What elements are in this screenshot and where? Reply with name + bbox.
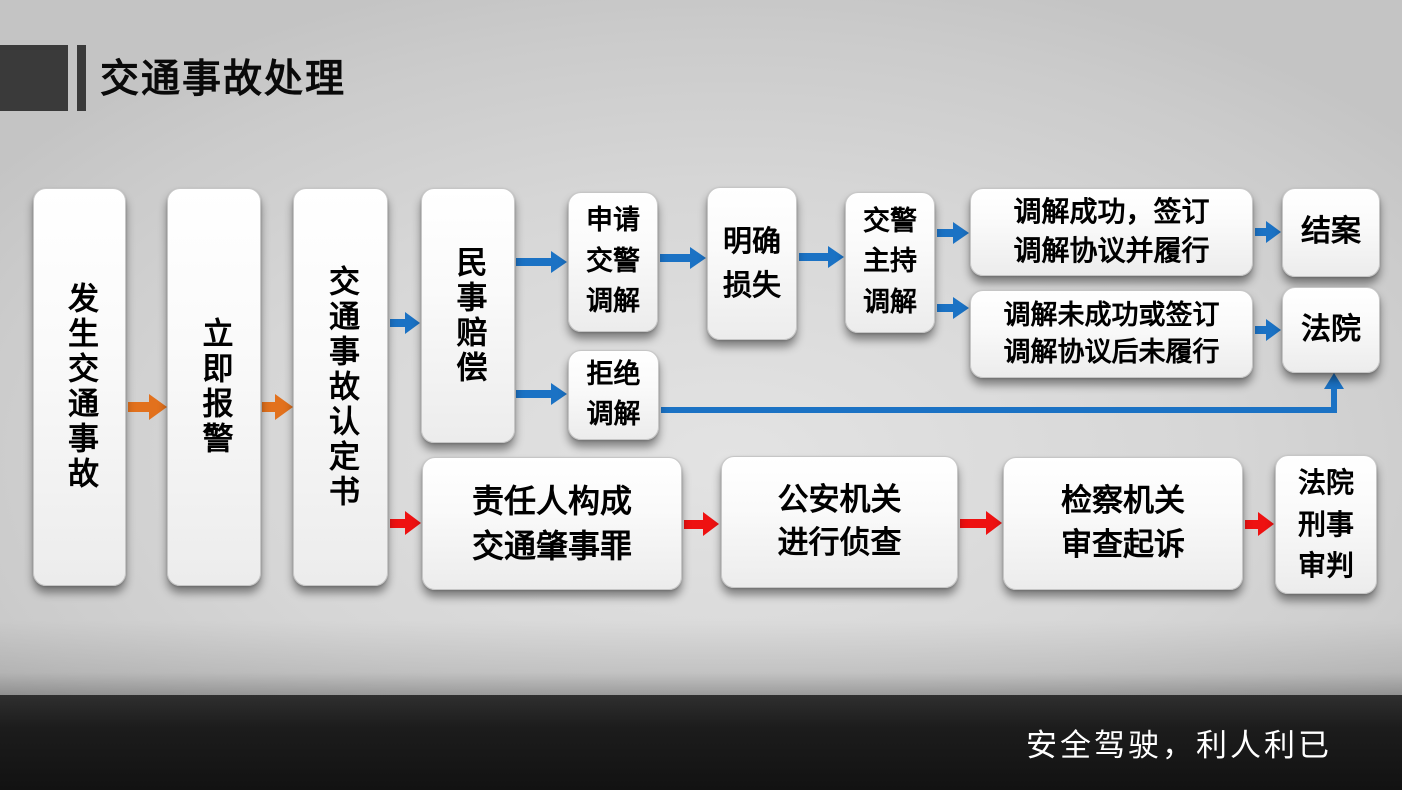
- arrow-fail-to-court: [1255, 319, 1281, 341]
- node-crime-label: 责任人构成 交通肇事罪: [471, 481, 632, 565]
- node-refuse-mediation-label: 拒绝 调解: [586, 358, 641, 431]
- node-mediation-success-label: 调解成功，签订 调解协议并履行: [1013, 195, 1210, 267]
- node-case-closed-label: 结案: [1301, 214, 1361, 250]
- slide-title: 交通事故处理: [100, 57, 347, 102]
- arrow-determination-to-civil: [390, 312, 420, 334]
- title-accent-square: [0, 45, 68, 111]
- node-accident: 发生交通事故: [33, 188, 126, 586]
- node-prosecution-label: 检察机关 审查起诉: [1061, 483, 1185, 563]
- node-case-closed: 结案: [1282, 188, 1380, 277]
- node-report-label: 立即报警: [196, 317, 233, 457]
- arrow-police-mediation-to-fail: [937, 297, 969, 319]
- footer-slogan: 安全驾驶，利人利已: [1026, 728, 1332, 764]
- arrow-crime-to-investigation: [684, 512, 719, 536]
- node-mediation-success: 调解成功，签订 调解协议并履行: [970, 188, 1253, 276]
- node-clarify-loss: 明确 损失: [707, 187, 797, 340]
- node-report: 立即报警: [167, 188, 261, 586]
- arrow-civil-to-apply-mediation: [516, 251, 567, 273]
- node-police-mediation: 交警 主持 调解: [845, 192, 935, 333]
- node-apply-mediation-label: 申请 交警 调解: [586, 205, 640, 318]
- node-investigation-label: 公安机关 进行侦查: [777, 481, 902, 561]
- node-determination: 交通事故认定书: [293, 188, 388, 586]
- arrow-report-to-determination: [262, 394, 293, 420]
- arrow-apply-to-clarify-loss: [660, 247, 706, 269]
- node-court: 法院: [1282, 287, 1380, 373]
- arrow-determination-to-crime: [390, 511, 421, 535]
- node-apply-mediation: 申请 交警 调解: [568, 192, 658, 332]
- node-civil-compensation-label: 民事赔偿: [450, 245, 487, 386]
- arrow-accident-to-report: [128, 394, 167, 420]
- arrow-investigation-to-prosecution: [960, 511, 1002, 535]
- node-civil-compensation: 民事赔偿: [421, 188, 515, 443]
- node-mediation-fail: 调解未成功或签订 调解协议后未履行: [970, 290, 1253, 378]
- node-mediation-fail-label: 调解未成功或签订 调解协议后未履行: [1003, 299, 1220, 368]
- node-criminal-trial: 法院 刑事 审判: [1275, 455, 1377, 594]
- arrow-police-mediation-to-success: [937, 222, 969, 244]
- arrow-success-to-case-closed: [1255, 221, 1281, 243]
- node-refuse-mediation: 拒绝 调解: [568, 350, 659, 440]
- node-court-label: 法院: [1301, 311, 1361, 347]
- node-crime: 责任人构成 交通肇事罪: [422, 457, 682, 590]
- title-accent-bar: [77, 45, 86, 111]
- arrow-clarify-to-police-mediation: [799, 246, 844, 268]
- footer-bar: 安全驾驶，利人利已: [0, 695, 1402, 790]
- arrow-civil-to-refuse-mediation: [516, 383, 567, 405]
- node-determination-label: 交通事故认定书: [323, 264, 359, 510]
- node-accident-label: 发生交通事故: [62, 282, 98, 492]
- node-investigation: 公安机关 进行侦查: [721, 456, 958, 588]
- arrow-refuse-to-court: [661, 373, 1344, 413]
- node-clarify-loss-label: 明确 损失: [722, 224, 781, 302]
- arrow-prosecution-to-trial: [1245, 512, 1274, 536]
- node-criminal-trial-label: 法院 刑事 审判: [1297, 466, 1354, 583]
- node-prosecution: 检察机关 审查起诉: [1003, 457, 1243, 590]
- page-bottom-shade: [0, 620, 1402, 695]
- node-police-mediation-label: 交警 主持 调解: [863, 205, 917, 318]
